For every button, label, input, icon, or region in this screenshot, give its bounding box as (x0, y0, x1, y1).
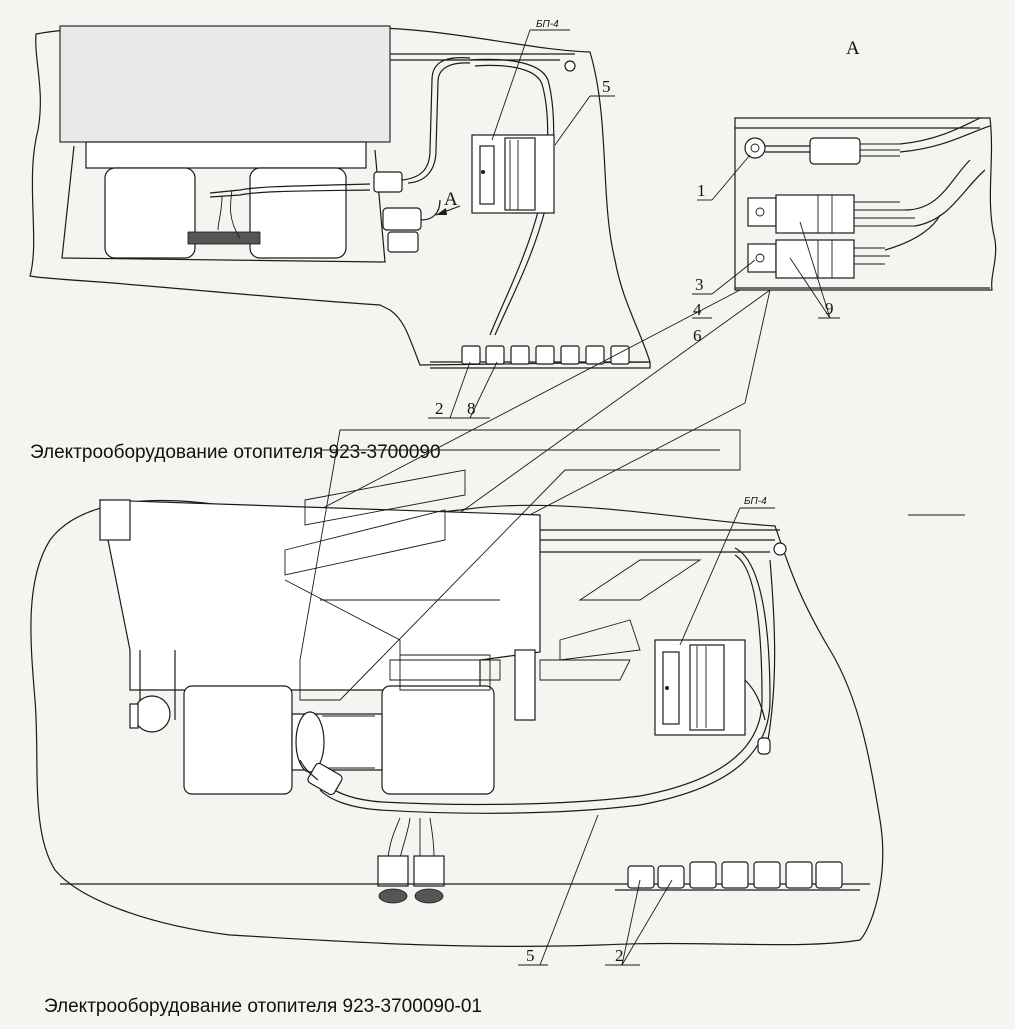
connector-top (373, 171, 403, 193)
callout-top-8: 8 (467, 399, 476, 418)
view-a-arrow-label: А (444, 189, 458, 210)
callout-bottom-5: 5 (526, 946, 535, 965)
bp4-label-bottom: БП-4 (744, 496, 767, 507)
callout-a-4: 4 (693, 300, 702, 319)
caption-top: Электрооборудование отопителя 923-370009… (30, 442, 441, 463)
switch-right (413, 855, 445, 887)
dashboard-front (99, 499, 541, 691)
callout-bottom-2: 2 (615, 946, 624, 965)
relay-block-lower (775, 239, 855, 279)
callout-a-3: 3 (695, 275, 704, 294)
support-post (514, 649, 536, 721)
dashboard-top-panel (59, 25, 391, 143)
heater-housing-left (183, 685, 293, 795)
bottom-assembly-view: БП-4 5 2 (30, 429, 884, 966)
heater-fan-housing-right (249, 167, 347, 259)
callout-a-6: 6 (693, 326, 702, 345)
detail-view-a: А 1 3 4 6 (692, 38, 997, 345)
heater-fan-housing-left (104, 167, 196, 259)
fuse-row-bottom (627, 861, 843, 889)
heater-housing-right (381, 685, 495, 795)
cutaway-guide-lines (299, 289, 965, 521)
fan-motor (295, 711, 325, 773)
cutaway-panels (284, 429, 741, 701)
callout-top-2: 2 (435, 399, 444, 418)
relay-block-upper (775, 194, 855, 234)
caption-bottom: Электрооборудование отопителя 923-370009… (44, 996, 482, 1017)
heater-motor-strip (187, 231, 261, 245)
view-a-title: А (846, 38, 860, 59)
callout-top-5: 5 (602, 77, 611, 96)
top-assembly-view: БП-4 А 5 2 8 (29, 19, 651, 419)
callout-a-9: 9 (825, 299, 834, 318)
connector-low (387, 231, 419, 253)
bp4-label-top: БП-4 (536, 19, 559, 30)
switch-left (377, 855, 409, 887)
connector-lower (307, 762, 343, 796)
callout-a-1: 1 (697, 181, 706, 200)
ground-lug (744, 137, 766, 159)
connector-mid (382, 207, 422, 231)
heater-tap (133, 695, 171, 733)
